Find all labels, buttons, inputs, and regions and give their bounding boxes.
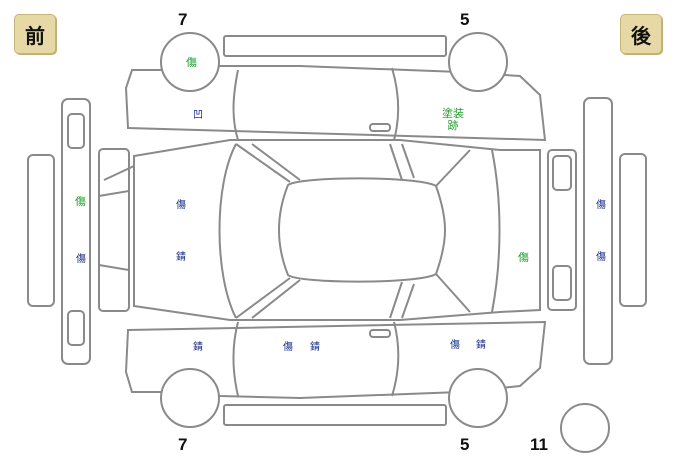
side-body-bottom bbox=[124, 320, 547, 400]
spare-tire-label: 11 bbox=[530, 435, 548, 454]
mark-hood-lower: 錆 bbox=[176, 252, 186, 263]
mark-front-fender-top: 凹 bbox=[193, 110, 203, 121]
front-bumper-outline bbox=[61, 98, 91, 365]
side-body-top bbox=[124, 65, 547, 142]
mark-front-door-bottom-b: 錆 bbox=[310, 342, 320, 353]
rear-bumper-side-outline bbox=[619, 153, 647, 307]
mark-rear-bumper-upper: 傷 bbox=[596, 200, 606, 211]
front-grille-outline bbox=[98, 148, 130, 312]
spare-tire-outline bbox=[560, 403, 610, 453]
front-headlight-upper bbox=[67, 113, 85, 149]
rear-left-tire-label: 5 bbox=[460, 10, 470, 29]
rear-left-tire-outline bbox=[448, 32, 508, 92]
front-left-tire-outline bbox=[160, 32, 220, 92]
front-left-tire-label: 7 bbox=[178, 10, 188, 29]
side-skirt-bottom bbox=[223, 404, 447, 426]
rear-lamp-lower bbox=[552, 265, 572, 301]
front-headlight-lower bbox=[67, 310, 85, 346]
rear-badge: 後 bbox=[620, 14, 662, 54]
roof-outline bbox=[278, 177, 446, 283]
side-skirt-top bbox=[223, 35, 447, 57]
front-badge: 前 bbox=[14, 14, 56, 54]
mark-front-bumper-low: 傷 bbox=[76, 254, 86, 265]
rear-right-tire-label: 5 bbox=[460, 435, 470, 454]
front-right-tire-label: 7 bbox=[178, 435, 188, 454]
front-bumper-side-outline bbox=[27, 154, 55, 307]
rear-bumper-outline bbox=[583, 97, 613, 365]
front-right-tire-outline bbox=[160, 368, 220, 428]
mark-front-bumper: 傷 bbox=[75, 195, 86, 208]
mark-front-door-bottom-a: 傷 bbox=[283, 342, 293, 353]
rear-right-tire-outline bbox=[448, 368, 508, 428]
mark-rear-door-bottom-a: 傷 bbox=[450, 340, 460, 351]
mark-hood: 傷 bbox=[176, 200, 186, 211]
mark-front-fender-bottom: 錆 bbox=[193, 342, 203, 353]
mark-rear-door-top: 塗装 跡 bbox=[442, 107, 464, 132]
mark-trunk: 傷 bbox=[518, 251, 529, 264]
mark-rear-door-bottom-b: 錆 bbox=[476, 340, 486, 351]
rear-lamp-upper bbox=[552, 155, 572, 191]
mark-rear-bumper-lower: 傷 bbox=[596, 252, 606, 263]
mark-front-tire-top: 傷 bbox=[186, 56, 197, 69]
